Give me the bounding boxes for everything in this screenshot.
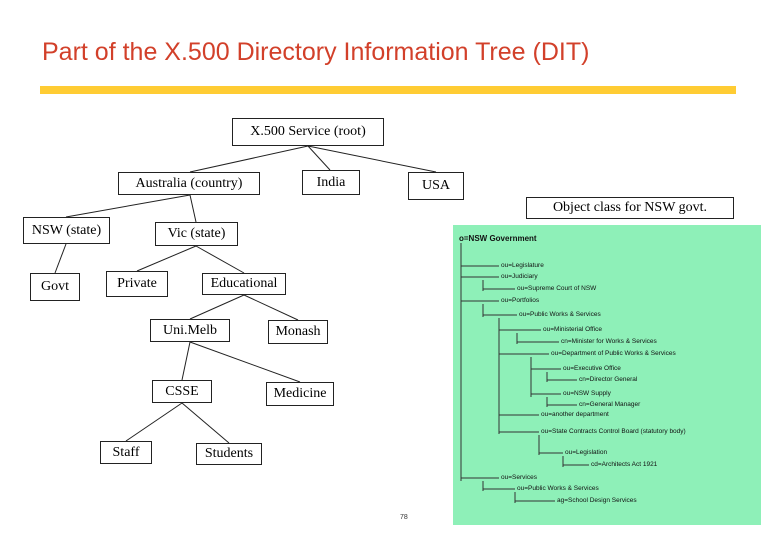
nsw-entry-nsw-supply: ou=NSW Supply: [563, 390, 611, 397]
panel-tree-connectors: [460, 243, 589, 503]
nsw-object-class-panel: o=NSW Government ou=Legislature ou=Judic…: [453, 225, 761, 525]
govt-node: Govt: [30, 273, 80, 301]
nsw-entry-executive-office: ou=Executive Office: [563, 365, 621, 372]
csse-node: CSSE: [152, 380, 212, 403]
nsw-node: NSW (state): [23, 217, 110, 244]
educational-node: Educational: [202, 273, 286, 295]
nsw-entry-minister: cn=Minister for Works & Services: [561, 338, 657, 345]
nsw-entry-public-works: ou=Public Works & Services: [519, 311, 601, 318]
monash-node: Monash: [268, 320, 328, 344]
nsw-entry-department: ou=Department of Public Works & Services: [551, 350, 676, 357]
nsw-entry-school-design: ag=School Design Services: [557, 497, 637, 504]
nsw-entry-legislature: ou=Legislature: [501, 262, 544, 269]
nsw-entry-legislation: ou=Legislation: [565, 449, 608, 456]
nsw-entry-ministerial-office: ou=Ministerial Office: [543, 326, 602, 333]
nsw-entry-contracts-board: ou=State Contracts Control Board (statut…: [541, 428, 686, 435]
nsw-entry-services-public-works: ou=Public Works & Services: [517, 485, 599, 492]
title-underline: [40, 86, 736, 94]
nsw-entry-another-department: ou=another department: [541, 411, 609, 418]
students-node: Students: [196, 443, 262, 465]
root-node: X.500 Service (root): [232, 118, 384, 146]
india-node: India: [302, 170, 360, 195]
nsw-entry-organization: o=NSW Government: [459, 234, 537, 243]
usa-node: USA: [408, 172, 464, 200]
nsw-entry-portfolios: ou=Portfolios: [501, 297, 540, 304]
medicine-node: Medicine: [266, 382, 334, 406]
nsw-entry-architects-act: cd=Architects Act 1921: [591, 461, 658, 468]
unimelb-node: Uni.Melb: [150, 319, 230, 342]
staff-node: Staff: [100, 441, 152, 464]
nsw-entry-director-general: cn=Director General: [579, 376, 638, 383]
page-number: 78: [400, 514, 408, 521]
vic-node: Vic (state): [155, 222, 238, 246]
nsw-entry-judiciary: ou=Judiciary: [501, 273, 538, 280]
page-title: Part of the X.500 Directory Information …: [42, 38, 590, 66]
nsw-object-class-caption: Object class for NSW govt.: [526, 197, 734, 219]
nsw-entry-services: ou=Services: [501, 474, 537, 481]
nsw-entry-supreme-court: ou=Supreme Court of NSW: [517, 285, 597, 292]
australia-node: Australia (country): [118, 172, 260, 195]
private-node: Private: [106, 271, 168, 297]
nsw-entry-general-manager: cn=General Manager: [579, 401, 641, 408]
